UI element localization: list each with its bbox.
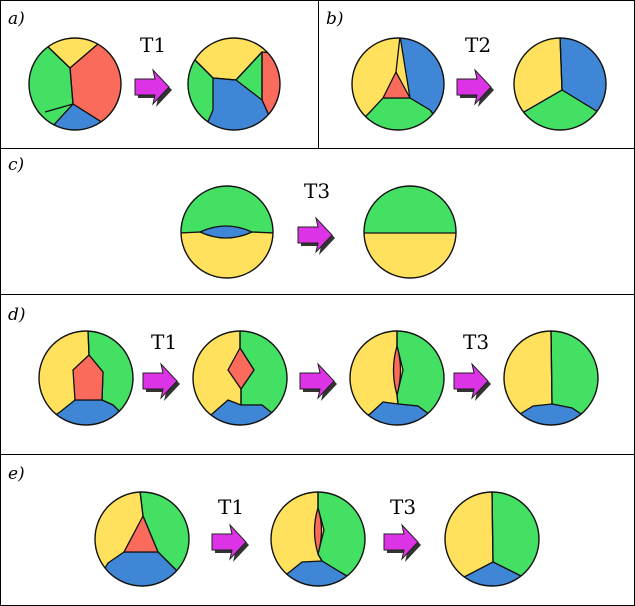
panel-a-cell-after xyxy=(188,38,280,130)
panel-e: e) T1 T3 xyxy=(8,464,540,587)
transition-label-a-1: T1 xyxy=(140,33,166,57)
panel-a-arrow xyxy=(134,69,173,108)
panel-label-b: b) xyxy=(326,9,344,29)
panel-a-cell-before xyxy=(29,38,121,130)
transition-label-c-1: T3 xyxy=(304,179,330,203)
panel-c: c) T3 xyxy=(8,155,457,279)
panel-label-c: c) xyxy=(8,155,24,175)
transition-label-e-2: T3 xyxy=(390,495,416,519)
panel-e-arrow-2 xyxy=(383,524,422,563)
panel-b-cell-before xyxy=(352,38,444,130)
panel-d-cell-1 xyxy=(39,331,133,425)
panel-label-d: d) xyxy=(8,305,26,325)
panel-b-arrow xyxy=(456,69,495,108)
panel-label-e: e) xyxy=(8,464,25,484)
panel-d-arrow-2 xyxy=(299,363,338,402)
transition-label-b-1: T2 xyxy=(465,33,491,57)
panel-label-a: a) xyxy=(8,9,25,29)
panel-e-arrow-1 xyxy=(211,524,250,563)
panel-e-cell-2 xyxy=(271,492,365,586)
panel-e-cell-1 xyxy=(95,492,189,586)
panel-c-arrow xyxy=(297,217,336,256)
panel-d-arrow-3 xyxy=(453,363,492,402)
panel-a: a) T1 xyxy=(8,9,281,131)
transition-label-d-1: T1 xyxy=(151,330,177,354)
panel-d-arrow-1 xyxy=(142,363,181,402)
panel-b: b) T2 xyxy=(326,9,607,131)
transition-label-d-3: T3 xyxy=(463,330,489,354)
transition-label-e-1: T1 xyxy=(218,495,244,519)
panel-b-cell-after xyxy=(514,38,606,130)
panel-d: d) T1 xyxy=(8,305,599,426)
